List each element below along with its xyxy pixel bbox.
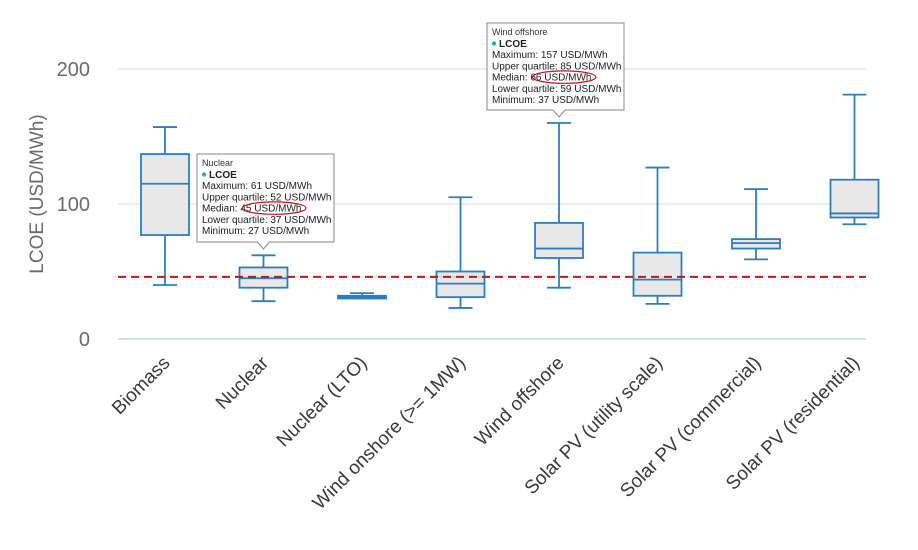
tooltip-line: Maximum: 61 USD/MWh [202, 181, 312, 192]
y-axis-title: LCOE (USD/MWh) [27, 114, 48, 273]
category-label: Wind offshore [471, 353, 569, 451]
series-marker-icon [201, 172, 207, 177]
tooltip-box [196, 153, 335, 250]
y-tick-label: 100 [57, 194, 90, 216]
box-iqr [632, 251, 683, 297]
box-iqr [140, 153, 190, 236]
tooltip-line: Lower quartile: 37 USD/MWh [202, 215, 332, 226]
tooltip-metric: LCOE [209, 170, 237, 181]
highlight-circle [241, 201, 307, 215]
tooltip-line: Minimum: 37 USD/MWh [492, 95, 599, 106]
tooltip-title: Wind offshore [492, 27, 547, 37]
y-axis: 0 100 200 [57, 59, 90, 351]
tooltip-line: Median: 66 USD/MWh [492, 73, 591, 84]
box-0[interactable] [140, 126, 190, 286]
tooltip-box [486, 22, 625, 118]
tooltip-metric: LCOE [499, 39, 527, 50]
tooltip-line: Upper quartile: 52 USD/MWh [202, 192, 332, 203]
category-label: Biomass [108, 353, 174, 419]
box-7[interactable] [829, 93, 880, 226]
highlight-circle [531, 70, 597, 84]
box-iqr [829, 178, 880, 219]
tooltip-line: Upper quartile: 85 USD/MWh [492, 61, 622, 72]
y-tick-label: 200 [57, 59, 90, 81]
box-5[interactable] [632, 166, 683, 305]
box-2[interactable] [337, 292, 387, 300]
box-series [140, 93, 880, 309]
category-label: Nuclear (LTO) [273, 353, 372, 452]
box-6[interactable] [731, 188, 781, 261]
series-marker-icon [491, 41, 497, 46]
box-iqr [534, 221, 584, 259]
box-1[interactable] [238, 254, 289, 303]
tooltip-line: Minimum: 27 USD/MWh [202, 226, 309, 237]
box-4[interactable] [534, 122, 584, 289]
tooltip-line: Maximum: 157 USD/MWh [492, 50, 608, 61]
y-tick-label: 0 [79, 329, 90, 351]
tooltip-title: Nuclear [202, 158, 233, 168]
tooltip-line: Median: 45 USD/MWh [202, 204, 301, 215]
box-3[interactable] [435, 196, 486, 309]
tooltip-line: Lower quartile: 59 USD/MWh [492, 84, 622, 95]
category-label: Nuclear [212, 352, 274, 414]
